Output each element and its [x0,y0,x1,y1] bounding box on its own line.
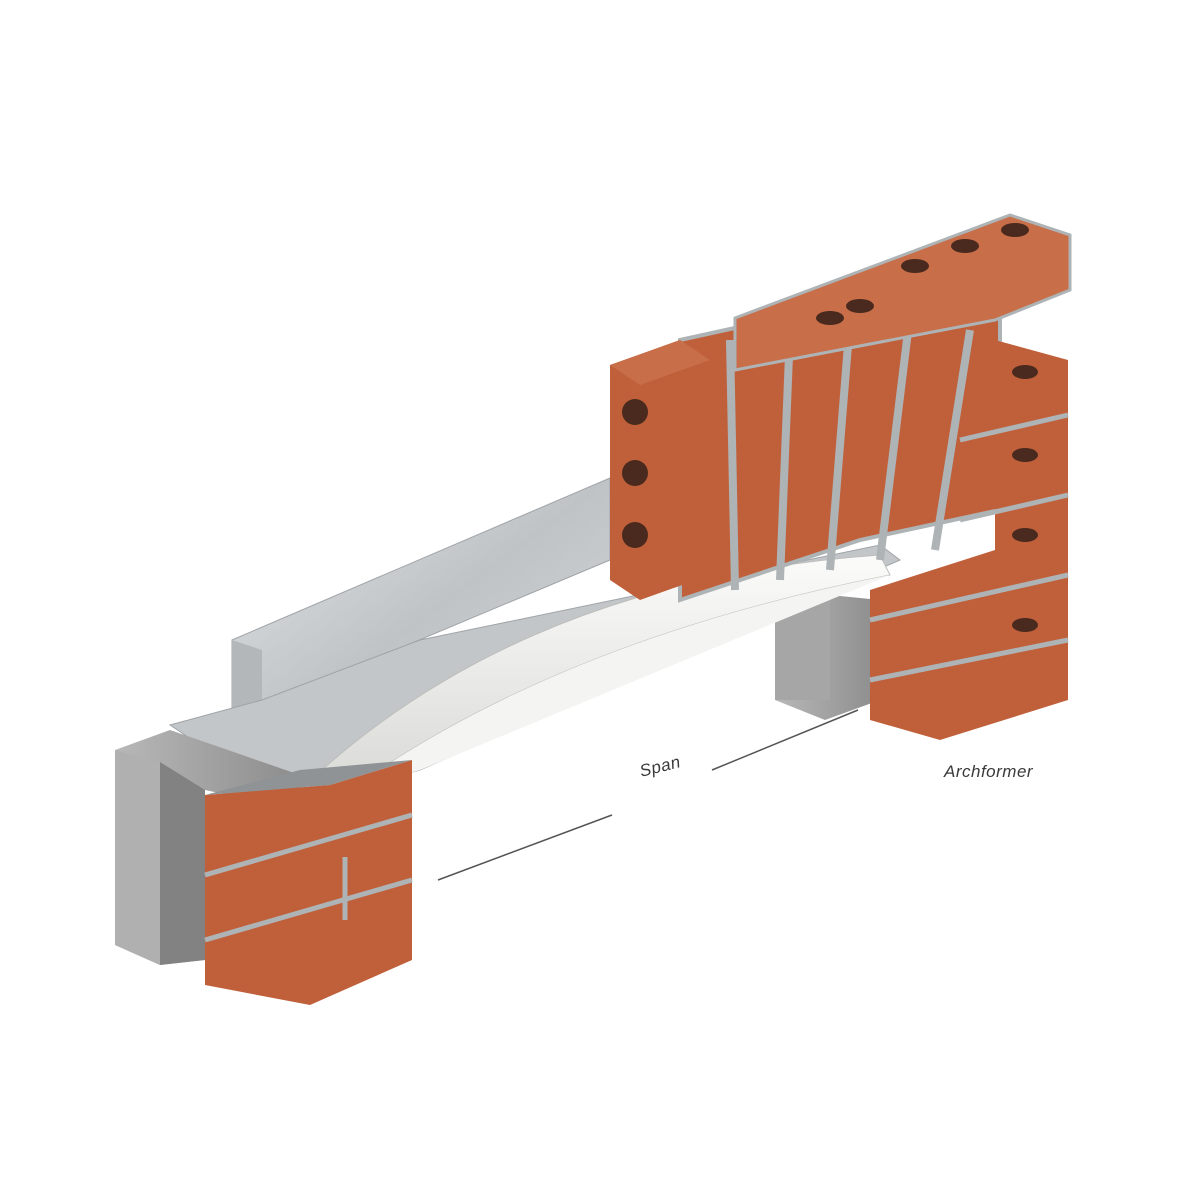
arch-voussoirs [610,213,1072,603]
span-dimension-line [437,709,859,881]
right-blockwork-pier [775,595,880,720]
left-brick-pier [204,760,413,1005]
right-brick-pier [869,340,1069,740]
archformer-label: Archformer [944,762,1034,781]
